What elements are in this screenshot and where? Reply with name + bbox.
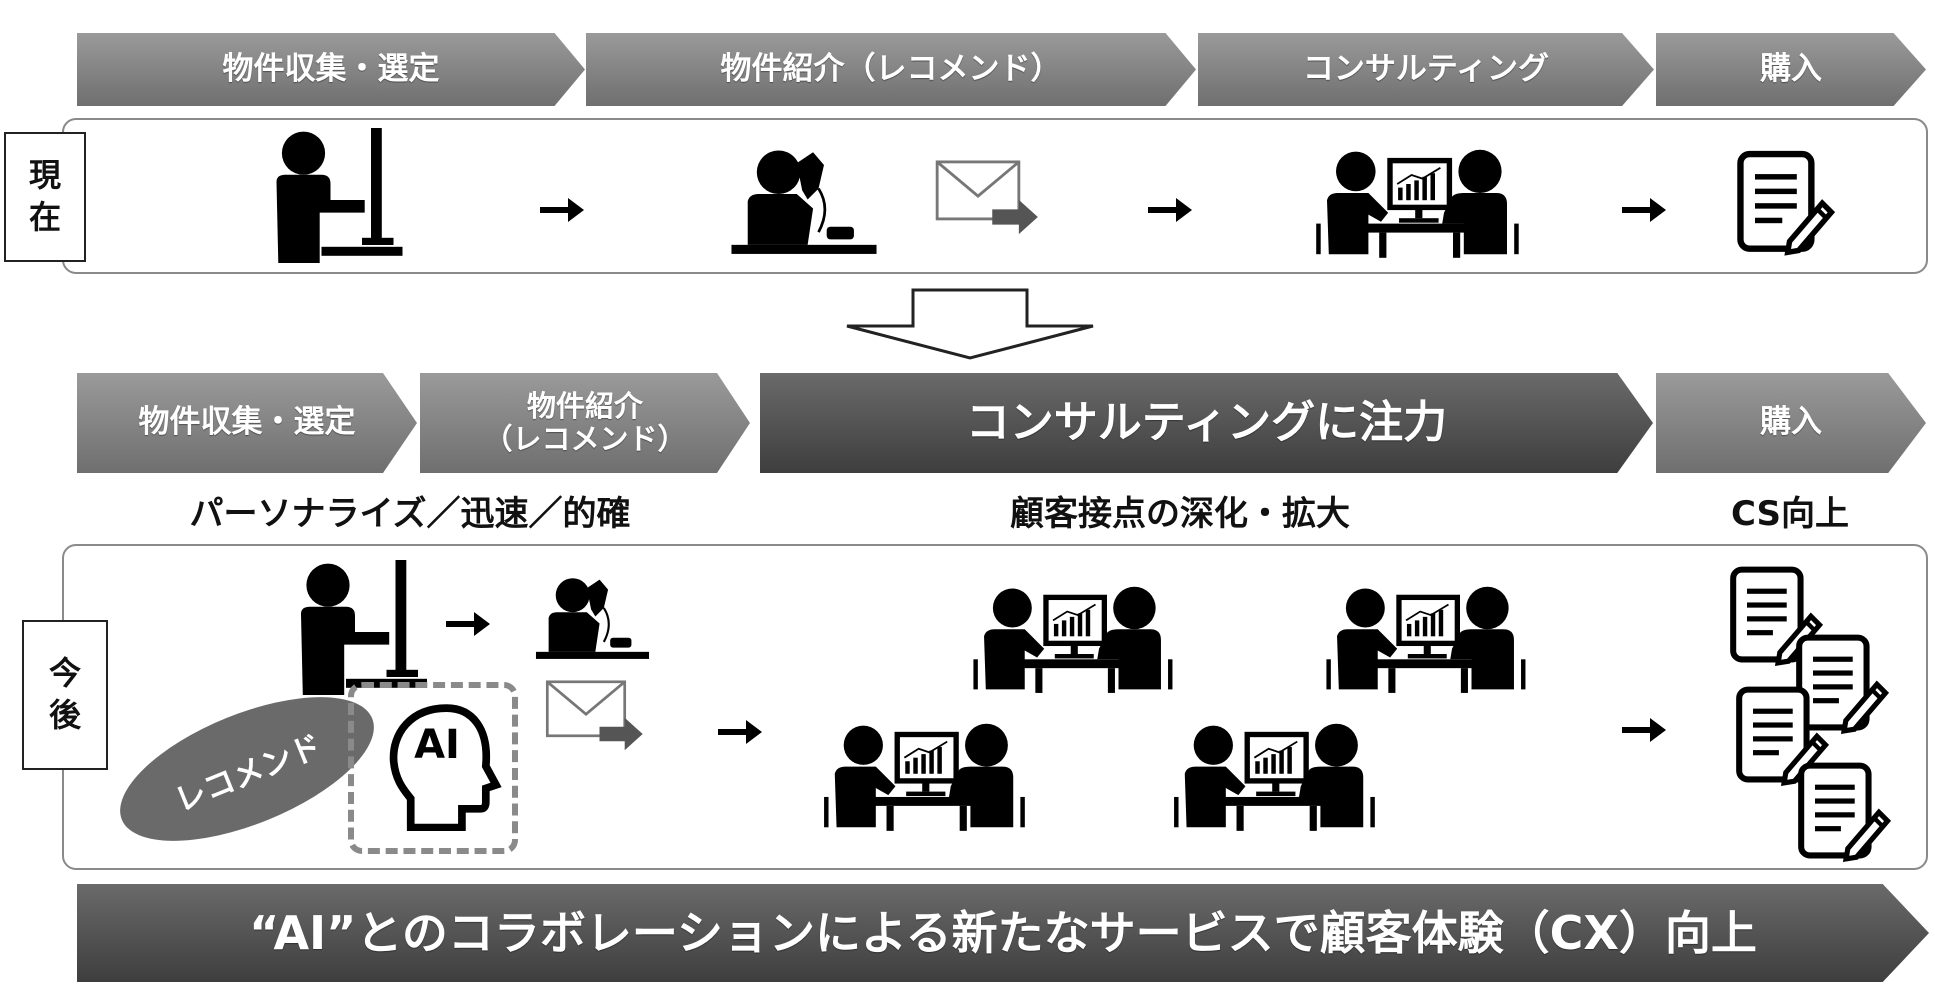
subtitle-personalize: パーソナライズ／迅速／的確 (189, 494, 631, 534)
down-arrow-icon (846, 288, 1094, 360)
pc-user-icon (254, 128, 407, 263)
subtitle-deepen-contact: 顧客接点の深化・拡大 (1010, 494, 1350, 534)
consultation-icon (1308, 585, 1543, 700)
future-step-recommend: 物件紹介 （レコメンド） (420, 373, 750, 473)
phone-user-icon (728, 145, 880, 263)
arrow-right-icon (540, 198, 584, 222)
contract-document-icon (1796, 762, 1891, 866)
contract-document-icon (1735, 150, 1835, 260)
future-step-collect: 物件収集・選定 (77, 373, 417, 473)
arrow-right-icon (718, 720, 762, 744)
consultation-icon (1155, 722, 1393, 838)
current-step-consulting: コンサルティング (1198, 33, 1654, 106)
consultation-icon (1298, 148, 1536, 265)
current-step-purchase: 購入 (1656, 33, 1926, 106)
consultation-icon (955, 585, 1190, 700)
arrow-right-icon (1622, 198, 1666, 222)
consultation-icon (805, 722, 1043, 838)
subtitle-cs-improve: CS向上 (1730, 494, 1850, 534)
mail-icon (935, 160, 1040, 236)
arrow-right-icon (1622, 718, 1666, 742)
pc-user-icon (280, 560, 430, 695)
cx-banner: “AI”とのコラボレーションによる新たなサービスで顧客体験（CX）向上 (77, 884, 1929, 982)
current-step-collect: 物件収集・選定 (77, 33, 585, 106)
ai-label: AI (414, 722, 460, 768)
ai-box (348, 682, 518, 854)
arrow-right-icon (446, 612, 490, 636)
arrow-right-icon (1148, 198, 1192, 222)
future-row-label: 今 後 (22, 620, 108, 770)
phone-user-icon (535, 574, 650, 666)
current-step-recommend: 物件紹介（レコメンド） (586, 33, 1196, 106)
current-row-label: 現 在 (4, 132, 86, 262)
future-step-consulting: コンサルティングに注力 (760, 373, 1653, 473)
mail-icon (545, 680, 645, 752)
future-step-purchase: 購入 (1656, 373, 1926, 473)
